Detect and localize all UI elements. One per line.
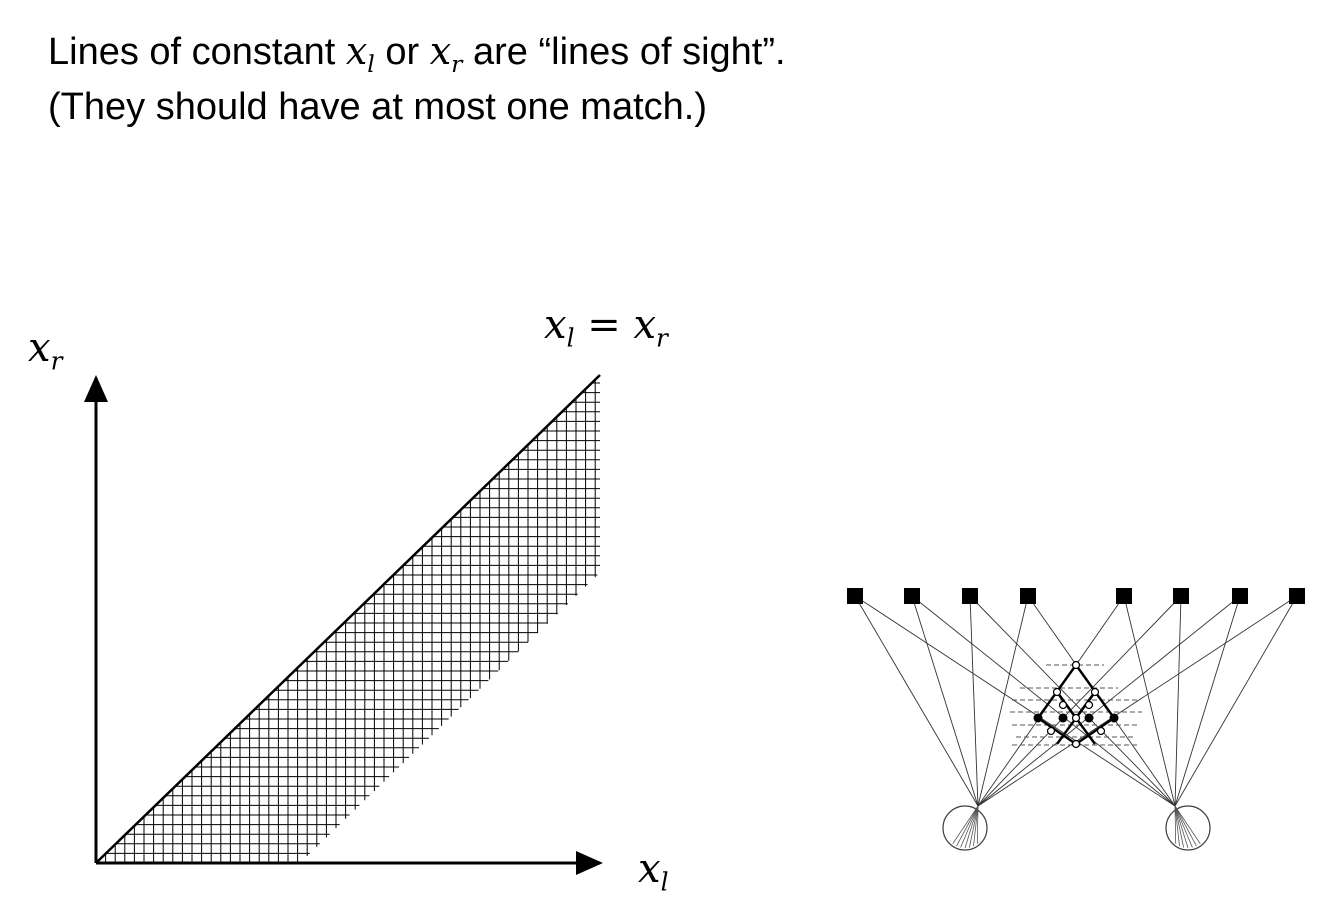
sight-line xyxy=(969,595,979,807)
y-axis-label: xr xyxy=(28,325,63,376)
sight-line xyxy=(911,595,979,807)
eye-ray-line xyxy=(973,805,979,847)
target-square xyxy=(1173,588,1189,604)
x-axis-label: xl xyxy=(638,846,669,897)
search-band-grid xyxy=(105,379,600,863)
target-square xyxy=(1232,588,1248,604)
sight-line xyxy=(977,595,1182,807)
false-match-dot xyxy=(1096,726,1106,736)
target-square xyxy=(1020,588,1036,604)
eye-ray-line xyxy=(1174,805,1177,844)
sight-line xyxy=(1174,595,1182,807)
title-line-1: Lines of constant xl or xr are “lines of… xyxy=(48,28,786,87)
false-match-dot xyxy=(1084,700,1094,710)
eye-ray-line xyxy=(1174,805,1189,849)
false-match-dot xyxy=(1046,726,1056,736)
title-text-suffix: are “lines of sight”. xyxy=(462,31,786,73)
false-match-dot xyxy=(1058,700,1068,710)
title-text-or: or xyxy=(374,31,430,73)
sight-line xyxy=(854,595,979,807)
diagonal-line xyxy=(95,374,601,864)
eye-icon xyxy=(1165,805,1211,851)
target-square xyxy=(1116,588,1132,604)
math-xl: xl xyxy=(345,29,375,79)
eye-ray-line xyxy=(964,805,979,849)
match-lattice-line xyxy=(1075,717,1115,745)
sight-line xyxy=(1123,595,1176,807)
false-match-dot xyxy=(1071,660,1081,670)
false-match-dot xyxy=(1071,713,1081,723)
true-match-dot xyxy=(1033,713,1043,723)
sight-line xyxy=(969,595,1176,807)
true-match-dot xyxy=(1058,713,1068,723)
eye-ray-line xyxy=(1174,805,1184,848)
eye-ray-line xyxy=(1174,805,1197,847)
eye-ray-line xyxy=(1174,805,1201,845)
true-match-dot xyxy=(1109,713,1119,723)
eye-ray-line xyxy=(956,805,979,847)
diagonal-equation-label: xl = xr xyxy=(544,302,668,353)
eye-ray-line xyxy=(960,805,979,848)
target-square xyxy=(904,588,920,604)
sight-line xyxy=(854,595,1176,807)
eye-ray-line xyxy=(952,805,979,845)
eye-ray-line xyxy=(1174,805,1193,848)
math-xr: xr xyxy=(429,29,463,79)
title-line-2: (They should have at most one match.) xyxy=(48,86,707,128)
target-square xyxy=(962,588,978,604)
false-match-dot xyxy=(1052,687,1062,697)
target-square xyxy=(847,588,863,604)
target-square xyxy=(1289,588,1305,604)
false-match-dot xyxy=(1090,687,1100,697)
true-match-dot xyxy=(1084,713,1094,723)
sight-line xyxy=(1174,595,1241,807)
sight-line xyxy=(1174,595,1298,807)
eye-ray-line xyxy=(969,805,979,848)
sight-line xyxy=(977,595,1298,807)
sight-line xyxy=(977,595,1241,807)
eye-ray-line xyxy=(976,805,979,844)
eye-ray-line xyxy=(1174,805,1180,847)
stereo-matching-diagram xyxy=(847,588,1305,851)
sight-line xyxy=(911,595,1176,807)
eye-icon xyxy=(942,805,988,851)
sight-line xyxy=(977,595,1029,807)
match-lattice-line xyxy=(1037,717,1077,745)
false-match-dot xyxy=(1071,739,1081,749)
title-text-prefix: Lines of constant xyxy=(48,31,346,73)
